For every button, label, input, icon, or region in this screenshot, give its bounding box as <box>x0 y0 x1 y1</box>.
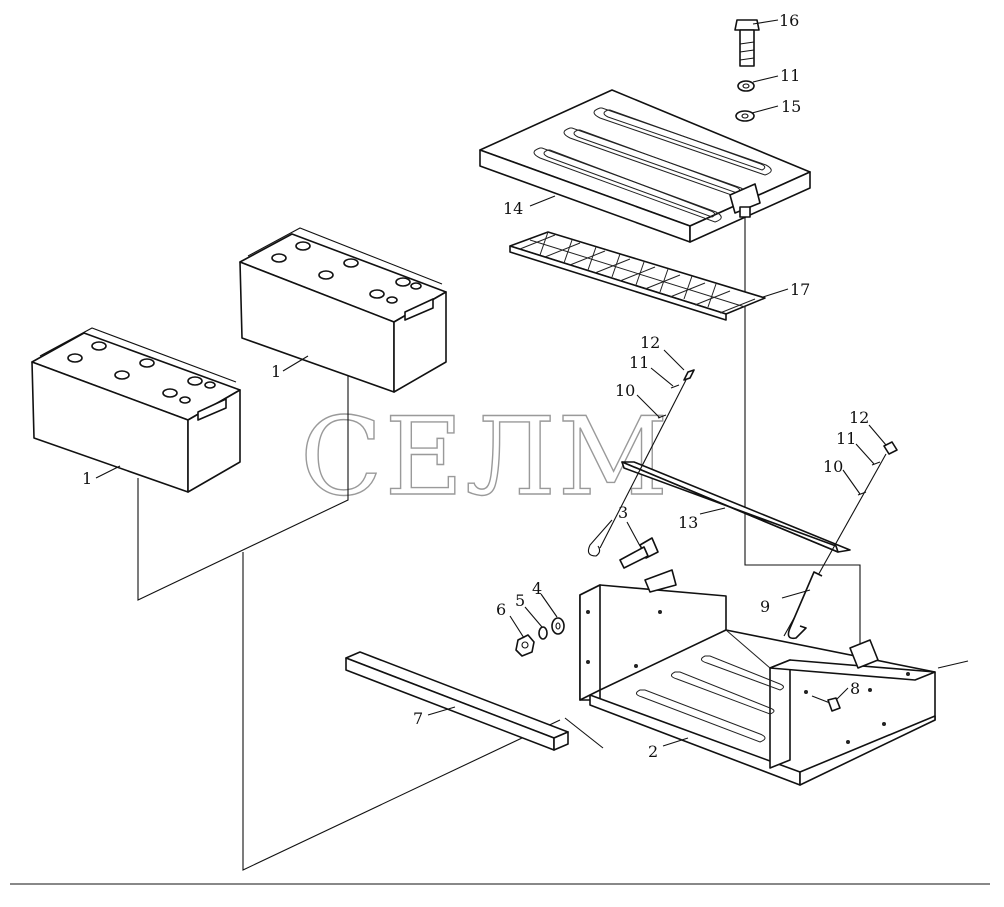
part-labels: 1 1 2 3 4 5 6 7 8 9 10 10 11 11 11 12 12… <box>82 11 869 761</box>
label-7: 7 <box>413 709 423 728</box>
crossbar-7 <box>345 651 569 751</box>
battery-cover-plate <box>479 89 811 243</box>
battery-left <box>31 327 241 493</box>
label-leaders <box>95 19 969 747</box>
hold-down-bar <box>621 461 851 553</box>
battery-tray <box>579 569 936 786</box>
label-13: 13 <box>678 513 698 532</box>
watermark: СЕЛМ <box>300 395 670 520</box>
bolt-3 <box>619 537 659 569</box>
label-10-right: 10 <box>823 457 843 476</box>
label-4: 4 <box>532 579 542 598</box>
label-17: 17 <box>790 280 810 299</box>
label-11-left: 11 <box>629 353 649 372</box>
label-2: 2 <box>648 742 658 761</box>
label-3: 3 <box>618 503 628 522</box>
label-8: 8 <box>850 679 860 698</box>
label-10-left: 10 <box>615 381 635 400</box>
label-12-left: 12 <box>640 333 660 352</box>
assembly-lines <box>10 215 990 885</box>
rubber-mat <box>509 231 766 321</box>
label-11-right: 11 <box>836 429 856 448</box>
label-1-right: 1 <box>271 362 281 381</box>
label-5: 5 <box>515 591 525 610</box>
hook-rod-left <box>587 369 695 557</box>
label-15: 15 <box>781 97 801 116</box>
bolt-8 <box>811 695 841 712</box>
label-6: 6 <box>496 600 506 619</box>
fastener-group-4-5-6 <box>515 617 565 657</box>
label-12-right: 12 <box>849 408 869 427</box>
label-16: 16 <box>779 11 799 30</box>
label-9: 9 <box>760 597 770 616</box>
battery-right <box>239 227 447 393</box>
hook-rod-right <box>783 441 898 640</box>
label-1-left: 1 <box>82 469 92 488</box>
label-14: 14 <box>503 199 523 218</box>
cover-fasteners <box>734 19 760 122</box>
label-11-top: 11 <box>780 66 800 85</box>
